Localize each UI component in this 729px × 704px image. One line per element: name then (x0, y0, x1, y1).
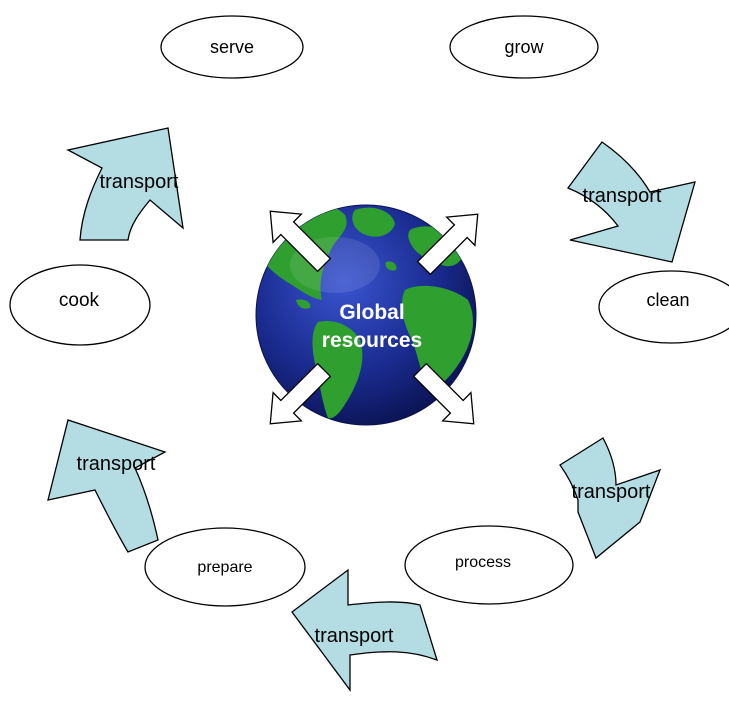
stage-process (404, 525, 574, 605)
arrow-lower-left-icon (269, 362, 332, 425)
transport-label-bottom: transport (315, 625, 394, 647)
transport-arrow-bottom-icon (291, 568, 439, 692)
globe-label-line2: resources (322, 329, 422, 352)
transport-label-left-lower: transport (77, 453, 156, 475)
transport-label-right-lower: transport (572, 481, 651, 503)
transport-label-left-upper: transport (100, 171, 179, 193)
stage-cook-label: cook (59, 290, 100, 311)
arrow-upper-left-icon (269, 210, 332, 273)
stage-grow-label: grow (504, 37, 544, 57)
stage-clean-label: clean (646, 290, 689, 310)
globe-arrows (269, 210, 479, 425)
arrow-lower-right-icon (412, 362, 475, 425)
transport-arrow-left-lower-icon (47, 419, 167, 553)
stage-grow (449, 15, 599, 79)
stage-clean (598, 270, 729, 344)
stage-serve (160, 15, 304, 79)
transport-label-right-upper: transport (583, 185, 662, 207)
globe-label-line1: Global (339, 301, 404, 324)
stage-serve-label: serve (210, 37, 254, 57)
stage-process-label: process (455, 554, 511, 571)
stage-prepare-label: prepare (197, 559, 252, 576)
stage-prepare (144, 527, 306, 607)
stage-cook (9, 264, 151, 346)
transport-arrow-left-upper-icon (66, 127, 184, 241)
transport-arrow-right-lower-icon (559, 437, 662, 560)
arrow-upper-right-icon (416, 213, 479, 276)
transport-arrow-right-upper-icon (566, 141, 696, 263)
